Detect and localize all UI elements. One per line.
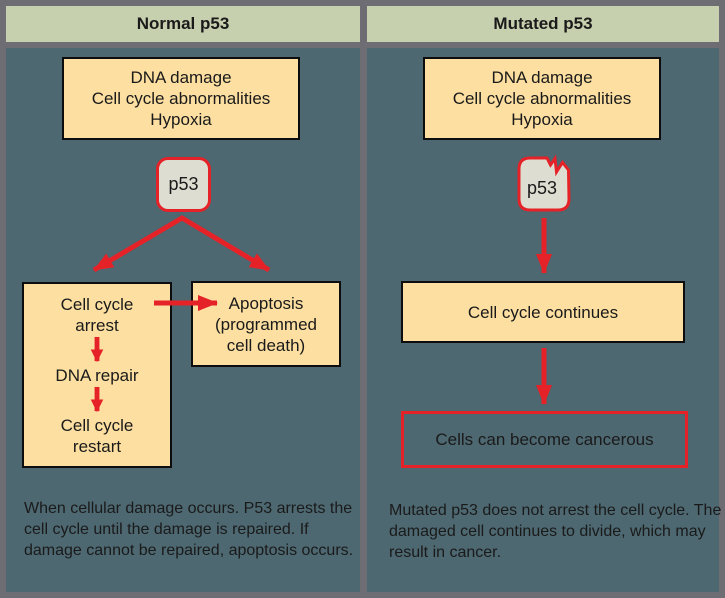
normal-p53-node: p53 (156, 157, 211, 212)
branch-arrows (92, 215, 271, 273)
stimulus-line-1: DNA damage (130, 68, 232, 87)
cancerous-box: Cells can become cancerous (401, 411, 688, 468)
cell-cycle-continues-label: Cell cycle continues (467, 302, 619, 322)
normal-p53-panel: DNA damage Cell cycle abnormalities Hypo… (6, 48, 360, 592)
apoptosis-line-1: Apoptosis (228, 293, 304, 313)
apoptosis-line-2: (programmed (214, 314, 318, 334)
mutated-p53-panel: DNA damage Cell cycle abnormalities Hypo… (367, 48, 721, 592)
apoptosis-line-3: cell death) (226, 335, 306, 355)
normal-p53-header-label: Normal p53 (136, 14, 230, 33)
apoptosis-box: Apoptosis (programmed cell death) (191, 281, 341, 367)
stimulus-line-1: DNA damage (491, 68, 593, 87)
mutated-p53-node: p53 (515, 154, 573, 214)
restart-line-2: restart (72, 437, 122, 456)
dna-repair-step: DNA repair (55, 366, 139, 385)
down-arrow-icon (90, 336, 104, 363)
cell-cycle-arrest-step: Cell cycle arrest (61, 294, 134, 336)
cancerous-label: Cells can become cancerous (435, 430, 654, 449)
stimulus-line-2: Cell cycle abnormalities (452, 89, 632, 108)
cell-cycle-arrest-box: Cell cycle arrest DNA repair Cell cycle … (22, 282, 172, 468)
stimulus-box: DNA damage Cell cycle abnormalities Hypo… (423, 57, 661, 140)
cell-cycle-restart-step: Cell cycle restart (61, 415, 134, 457)
mutated-p53-caption: Mutated p53 does not arrest the cell cyc… (389, 502, 722, 561)
mutated-p53-header-label: Mutated p53 (493, 14, 593, 33)
stimulus-line-2: Cell cycle abnormalities (91, 89, 271, 108)
normal-p53-caption: When cellular damage occurs. P53 arrests… (24, 500, 354, 559)
mutated-p53-header: Mutated p53 (367, 6, 719, 42)
cell-cycle-continues-box: Cell cycle continues (401, 281, 685, 343)
arrest-line-1: Cell cycle (60, 295, 134, 314)
normal-p53-header: Normal p53 (6, 6, 360, 42)
stimulus-box: DNA damage Cell cycle abnormalities Hypo… (62, 57, 300, 140)
p53-label: p53 (526, 177, 558, 198)
restart-line-1: Cell cycle (60, 416, 134, 435)
stimulus-line-3: Hypoxia (150, 110, 212, 129)
arrest-line-2: arrest (75, 316, 119, 335)
p53-label: p53 (168, 174, 199, 194)
cracked-p53-shape-icon (517, 154, 571, 212)
down-arrow-icon (90, 386, 104, 413)
stimulus-line-3: Hypoxia (511, 110, 573, 129)
